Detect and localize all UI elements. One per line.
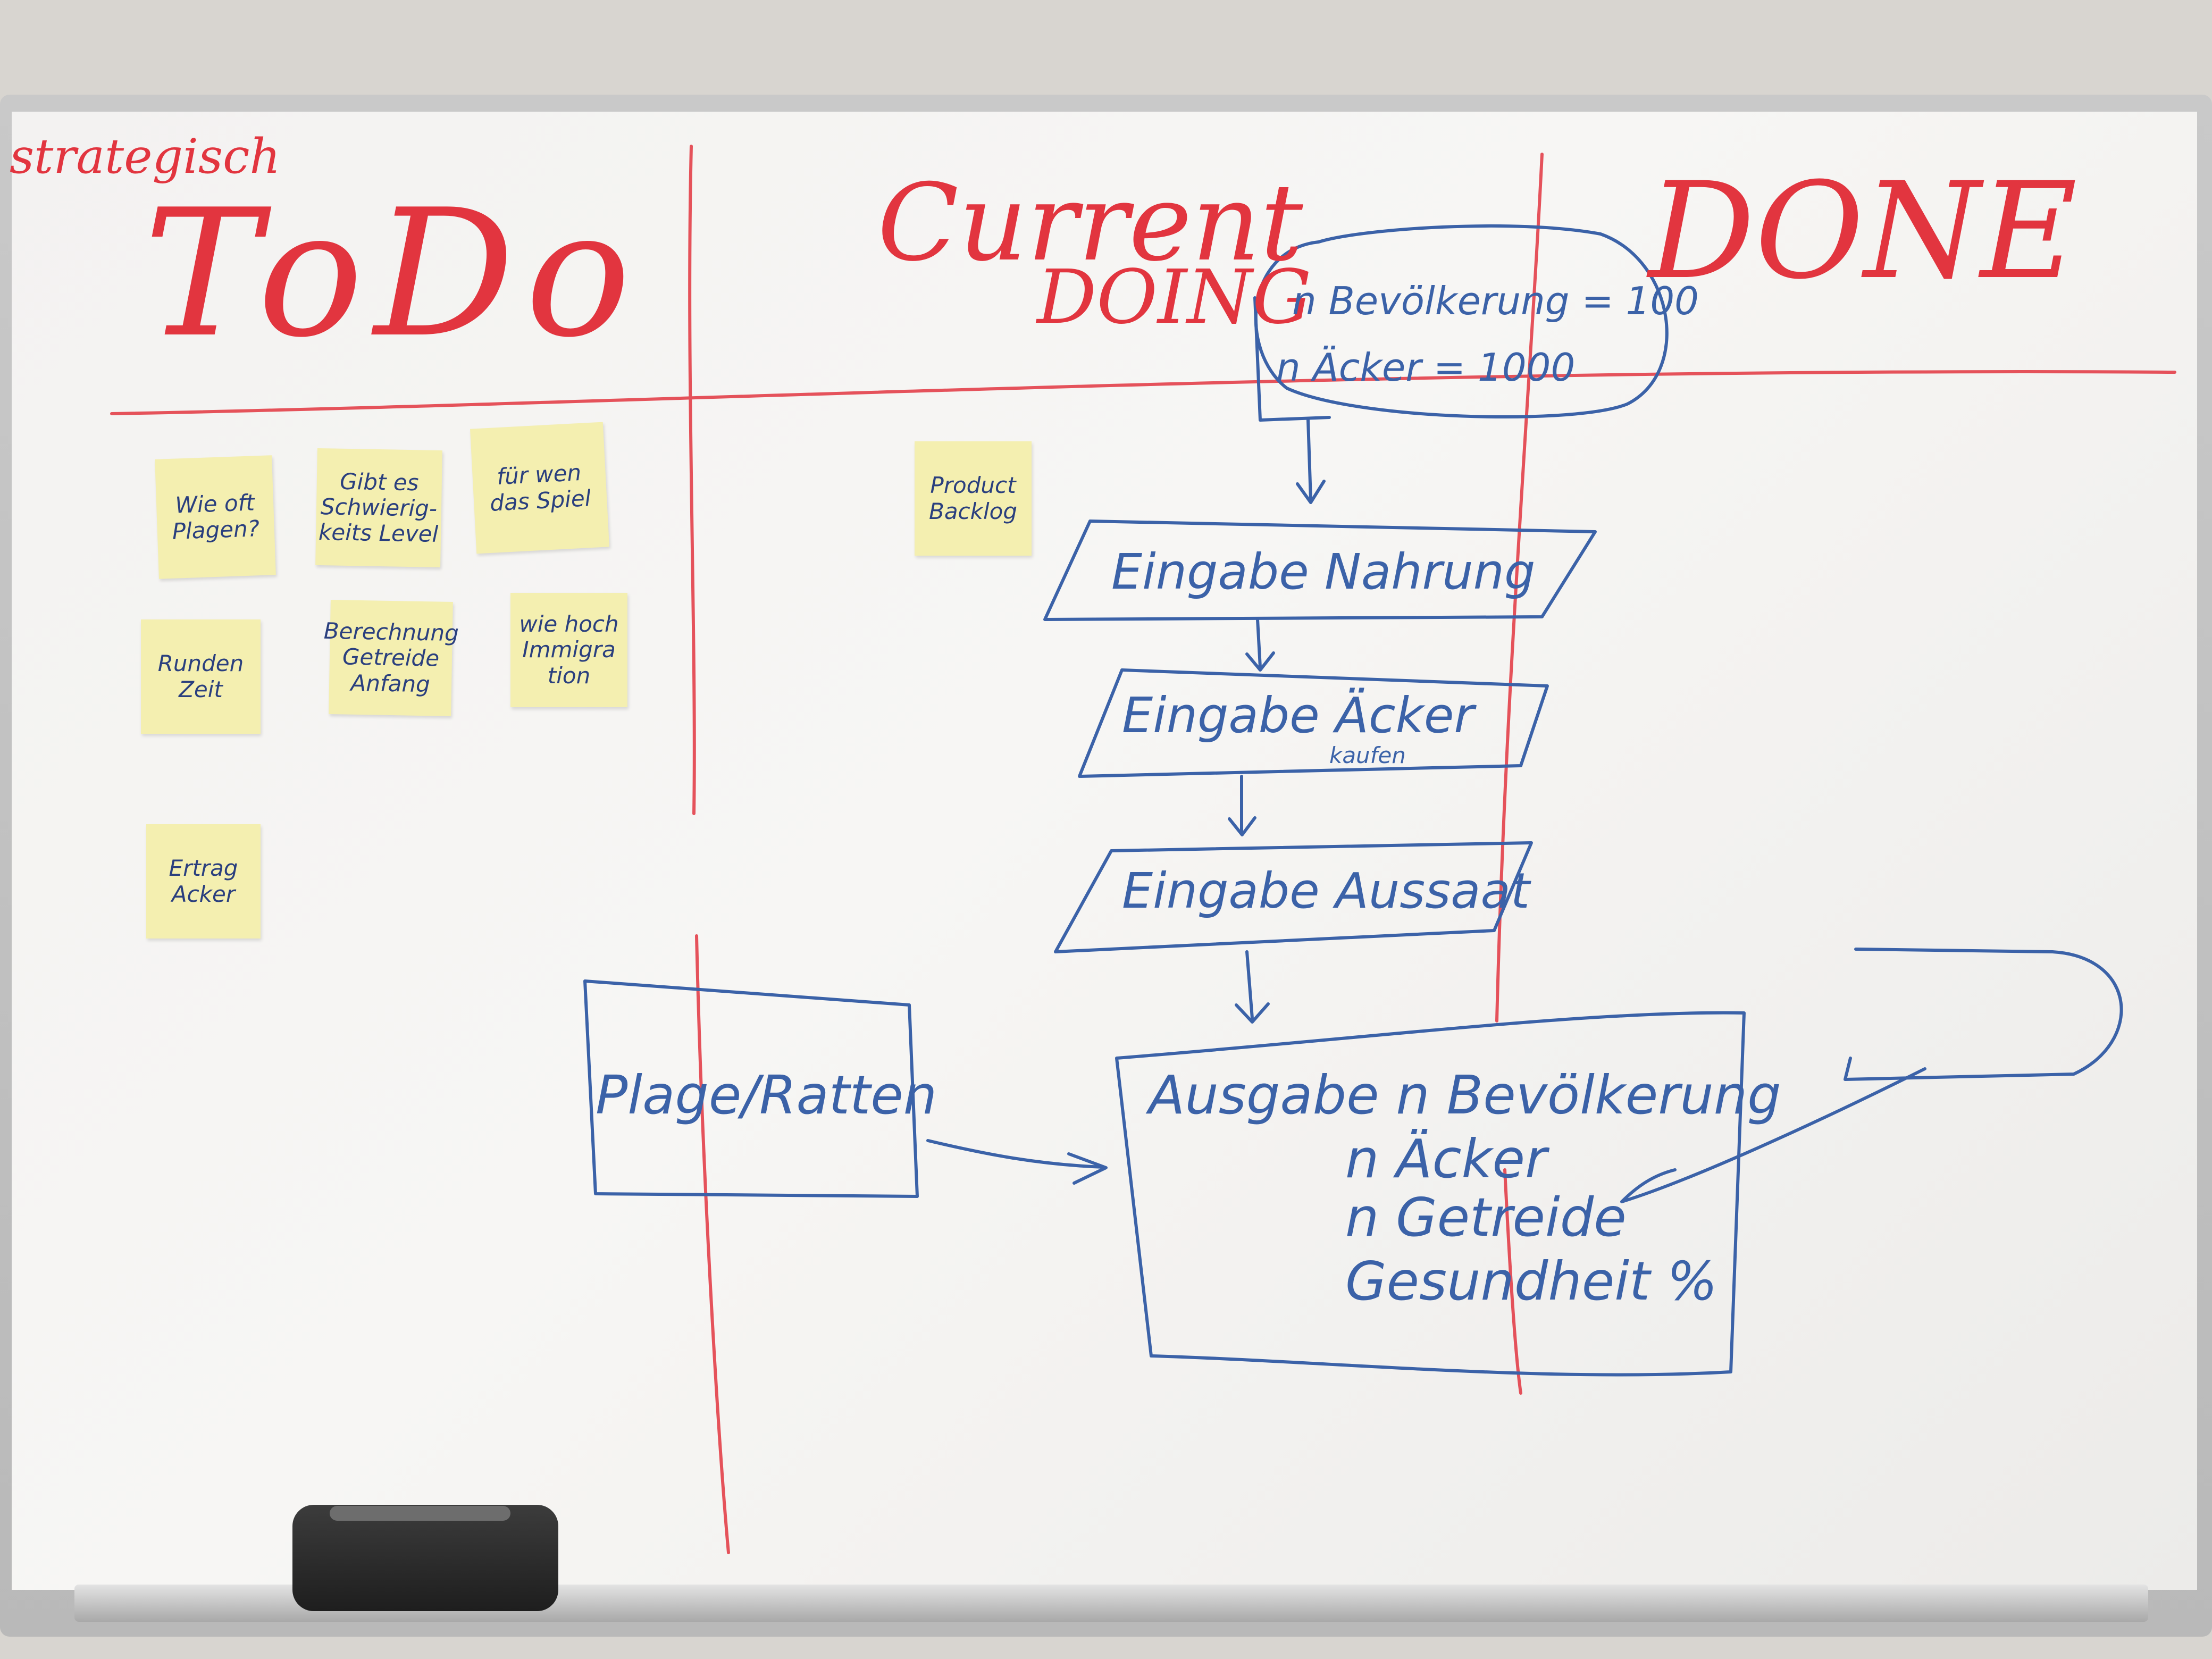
sticky-note-schwierigkeit: Gibt es Schwierig- keits Level <box>315 448 442 568</box>
arrow-1 <box>1296 418 1326 504</box>
side-box <box>583 979 919 1198</box>
column-divider-right-upper <box>1495 153 1544 1023</box>
header-divider-line <box>110 370 2176 415</box>
sticky-note-fuer-wen: für wen das Spiel <box>470 422 609 554</box>
todo-heading: ToDo <box>144 172 642 376</box>
done-heading: DONE <box>1648 154 2077 308</box>
output-line-health: Gesundheit % <box>1345 1250 1718 1312</box>
input-parallelogram-1 <box>1043 520 1597 621</box>
arrow-2 <box>1245 618 1275 672</box>
step-input-seeding: Eingabe Aussaat <box>1122 862 1530 919</box>
sticky-note-product-backlog: Product Backlog <box>915 441 1032 556</box>
step-input-food: Eingabe Nahrung <box>1111 543 1536 600</box>
output-box <box>1115 1011 1746 1377</box>
arrow-4 <box>1235 950 1270 1024</box>
start-ellipse <box>1254 224 1669 418</box>
whiteboard-eraser[interactable] <box>292 1505 558 1611</box>
step-input-fields-sub: kaufen <box>1329 742 1406 768</box>
column-divider-left-lower <box>695 934 730 1554</box>
step-input-fields: Eingabe Äcker <box>1122 687 1474 744</box>
output-line-fields: n Äcker <box>1345 1128 1547 1190</box>
output-line-population: Ausgabe n Bevölkerung <box>1149 1064 1781 1126</box>
eraser-felt <box>330 1506 510 1521</box>
column-divider-left-upper <box>688 145 696 815</box>
sticky-note-getreide: Berechnung Getreide Anfang <box>323 600 459 716</box>
input-parallelogram-2 <box>1078 668 1549 778</box>
input-parallelogram-3 <box>1054 841 1533 953</box>
side-arrow <box>926 1139 1108 1185</box>
whiteboard-surface <box>12 112 2197 1590</box>
sticky-note-ertrag-acker: Ertrag Acker <box>146 824 261 939</box>
start-text-population: n Bevölkerung = 100 <box>1292 279 1699 323</box>
start-text-fields: n Äcker = 1000 <box>1276 345 1576 390</box>
sticky-note-runden-zeit: Runden Zeit <box>141 619 261 734</box>
sticky-note-plagen: Wie oft Plagen? <box>155 455 276 579</box>
start-box-edge <box>1253 296 1331 422</box>
speech-tail <box>1620 1067 1926 1203</box>
column-divider-right-lower <box>1503 1168 1522 1395</box>
sticky-note-immigration: wie hoch Immigra tion <box>510 593 627 707</box>
doing-heading: DOING <box>1037 254 1312 341</box>
red-grid-lines <box>110 145 2176 1554</box>
blue-flowchart <box>583 224 2123 1377</box>
output-line-grain: n Getreide <box>1345 1186 1627 1249</box>
strategisch-note: strategisch <box>10 129 281 185</box>
side-box-text: Plage/Ratten <box>596 1064 937 1126</box>
current-heading: Current <box>877 161 1303 285</box>
speech-shape <box>1844 948 2123 1081</box>
arrow-3 <box>1228 775 1256 836</box>
